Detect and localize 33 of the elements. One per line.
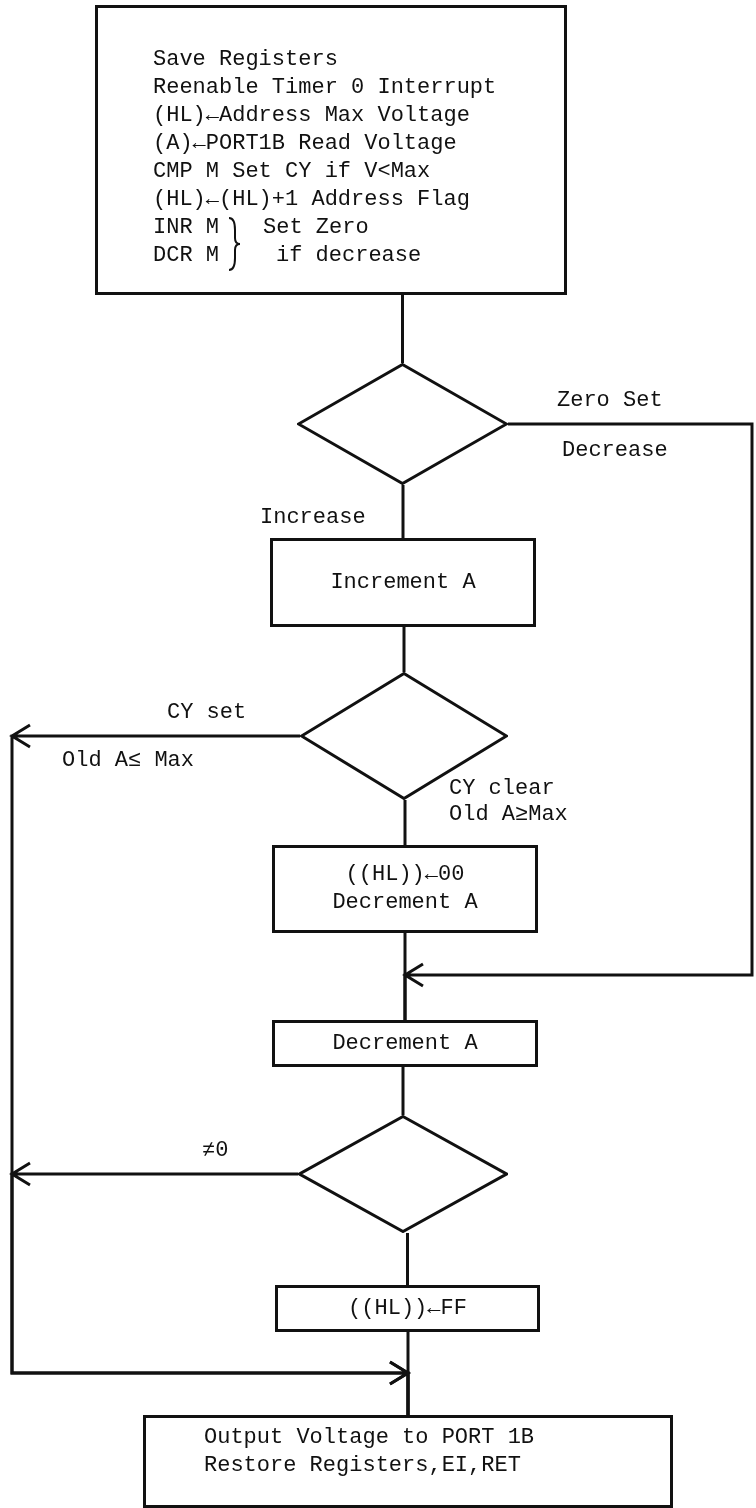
step-text: Decrement A [332, 889, 478, 917]
step-text: (A)←PORT1B Read Voltage [153, 130, 457, 158]
flow-line [401, 1067, 405, 1115]
step-text: Output Voltage to PORT 1B [204, 1424, 535, 1452]
process-box [95, 5, 567, 295]
process-box [275, 1285, 540, 1332]
step-text: if decrease [276, 242, 422, 270]
step-text: DCR M [153, 242, 219, 270]
flow-arrow [402, 422, 754, 1022]
step-text: Increment A [330, 568, 476, 597]
step-text: INR M [153, 214, 219, 242]
process-box [143, 1415, 673, 1508]
step-text: CMP M Set CY if V<Max [153, 158, 431, 186]
decision-diamond [298, 1115, 508, 1233]
decision-diamond [297, 363, 508, 485]
step-text: Reenable Timer 0 Interrupt [153, 74, 497, 102]
step-text: Decrement A [332, 1029, 478, 1058]
process-box [270, 538, 536, 627]
process-box [272, 845, 538, 933]
flow-line [406, 1332, 410, 1415]
flow-line [401, 485, 405, 538]
step-text: ((HL))←00 [345, 861, 465, 889]
step-text: (HL)←Address Max Voltage [153, 102, 470, 130]
process-box [272, 1020, 538, 1067]
step-text: (HL)←(HL)+1 Address Flag [153, 186, 470, 214]
step-text: Save Registers [153, 46, 338, 74]
step-text: Restore Registers,EI,RET [204, 1452, 521, 1480]
flow-line [406, 1233, 409, 1285]
step-text: Set Zero [263, 214, 369, 242]
flow-line [403, 800, 407, 845]
flow-line [402, 627, 406, 672]
step-text: ((HL))←FF [348, 1294, 467, 1323]
flow-line [401, 295, 404, 363]
